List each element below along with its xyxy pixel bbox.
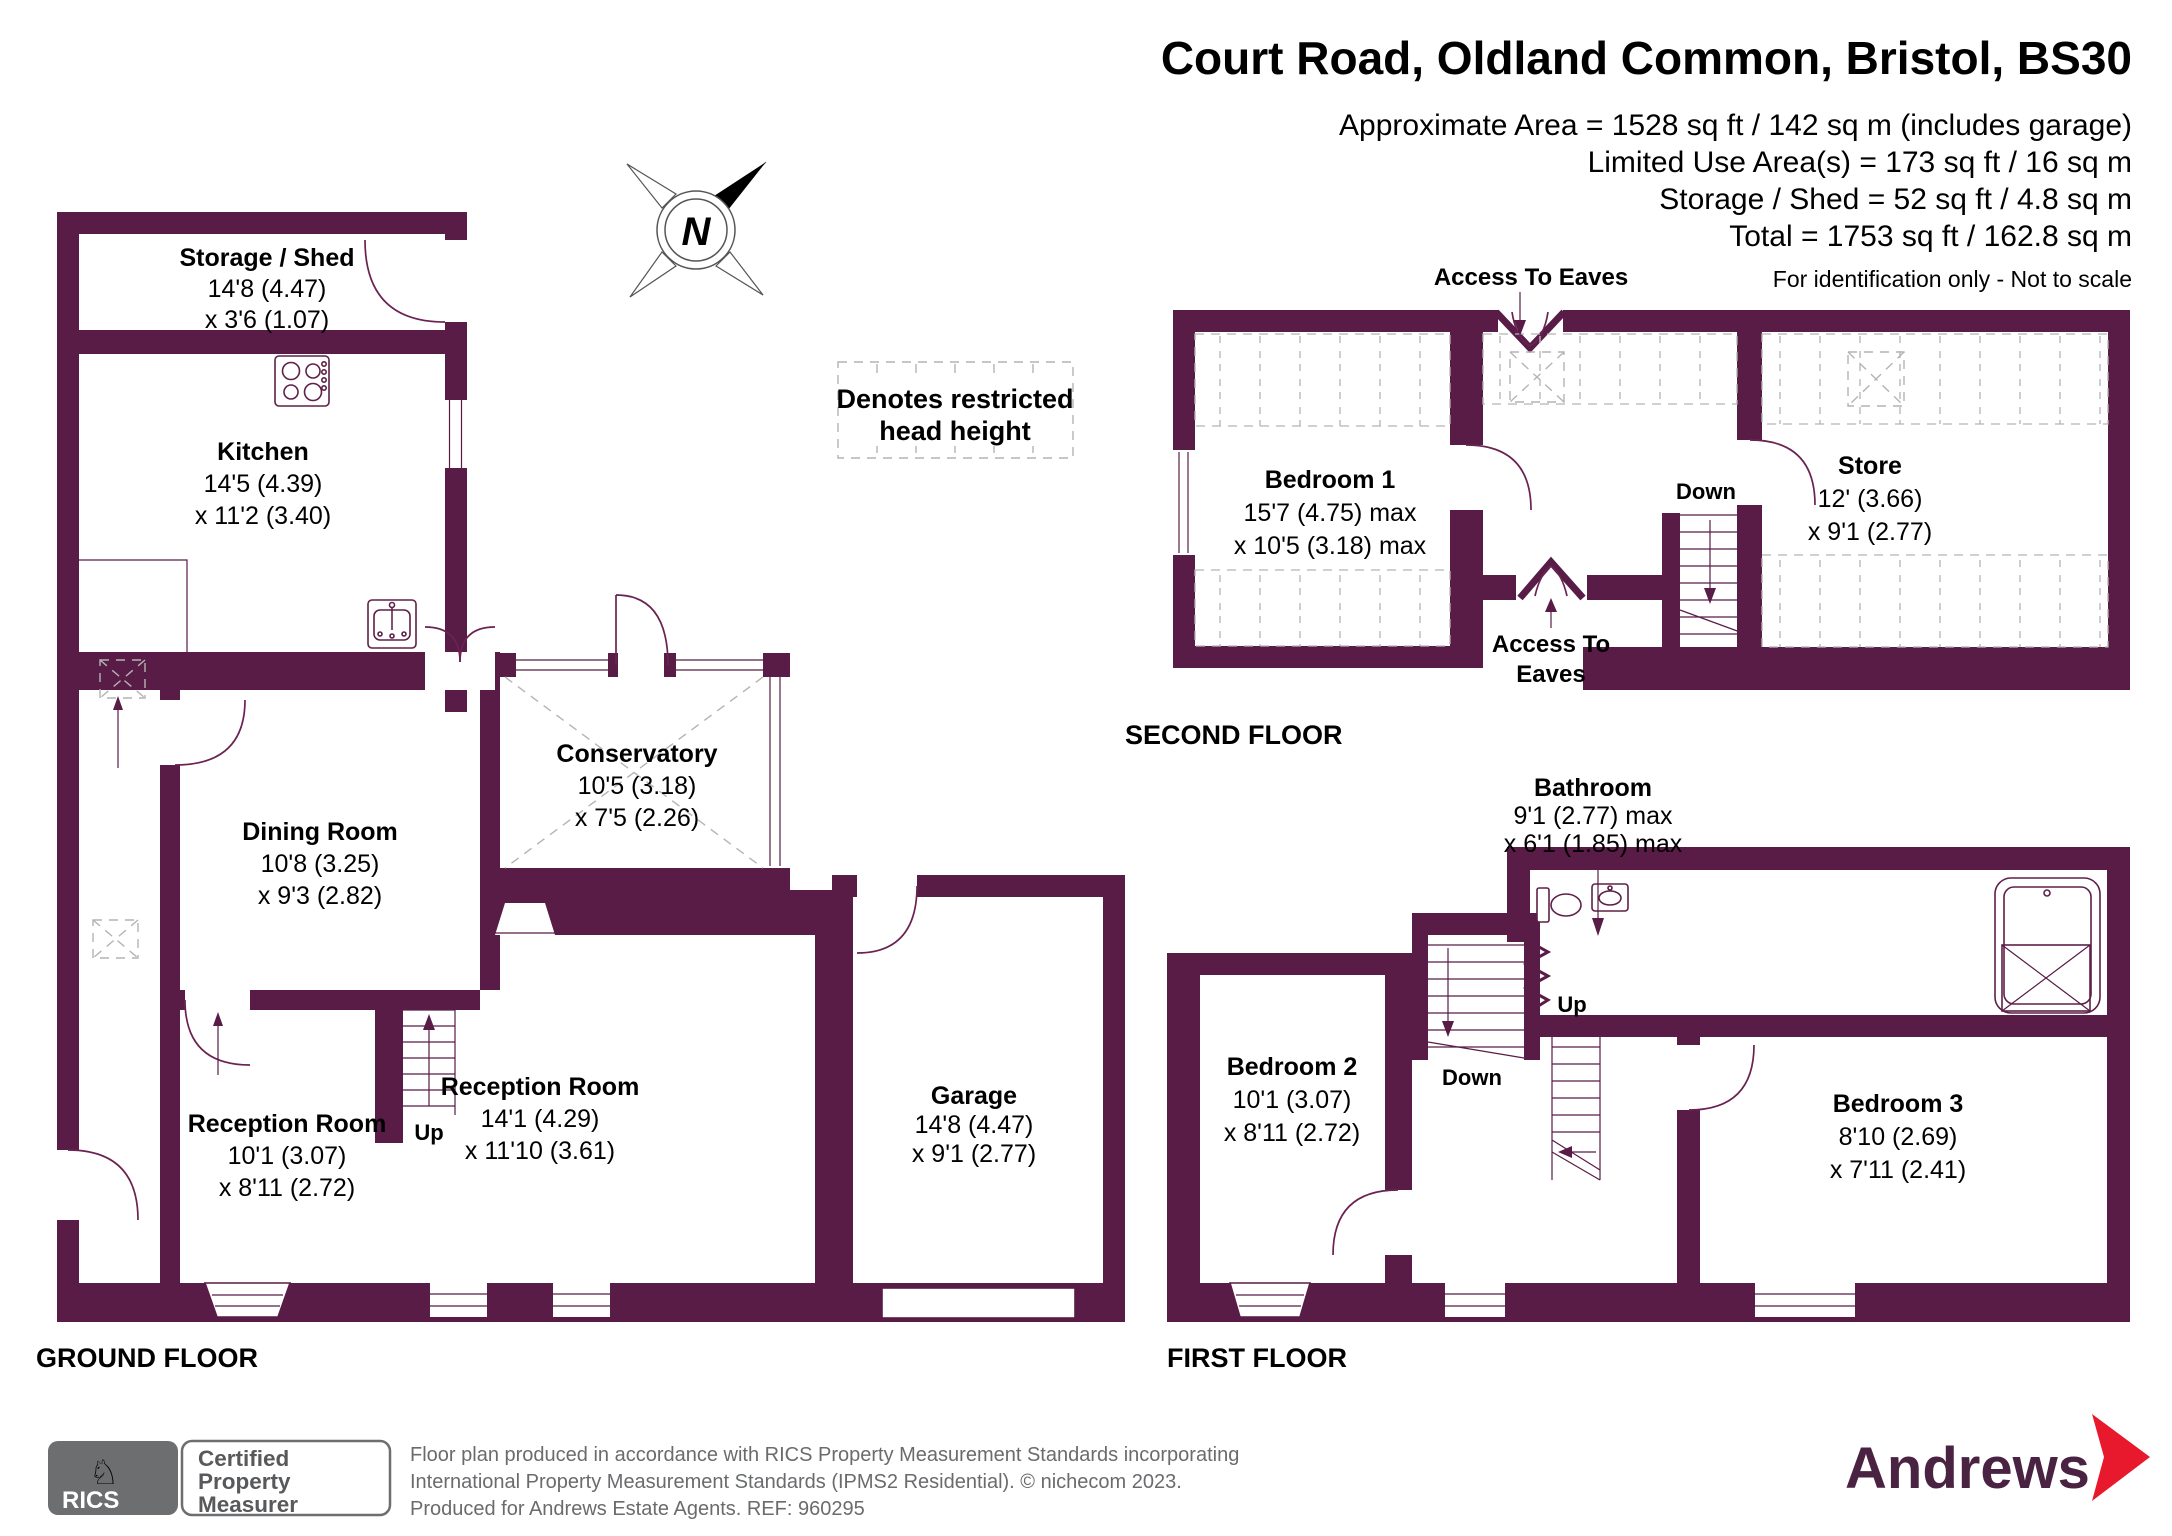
ground-floor-label: GROUND FLOOR <box>36 1343 258 1373</box>
stairs-down-label: Down <box>1676 479 1736 504</box>
bay-window <box>203 1282 292 1318</box>
room-dim-store-2: x 9'1 (2.77) <box>1808 518 1932 546</box>
room-dim-bathroom-1: 9'1 (2.77) max <box>1513 802 1673 830</box>
room-dim-conservatory-2: x 7'5 (2.26) <box>575 804 699 832</box>
andrews-brand-label: Andrews <box>1845 1436 2090 1501</box>
room-dim-storage-1: 14'8 (4.47) <box>208 275 327 303</box>
room-dim-reception2-1: 14'1 (4.29) <box>481 1105 600 1133</box>
stairs-down-label: Down <box>1442 1065 1502 1090</box>
footer-line2: International Property Measurement Stand… <box>410 1471 1182 1493</box>
room-dim-bathroom-2: x 6'1 (1.85) max <box>1504 830 1683 858</box>
hob-icon <box>274 355 330 407</box>
room-dim-reception1-2: x 8'11 (2.72) <box>219 1174 355 1202</box>
room-dim-bedroom1-1: 15'7 (4.75) max <box>1244 499 1417 527</box>
toilet-icon <box>1536 887 1582 923</box>
room-dim-bedroom2-1: 10'1 (3.07) <box>1233 1086 1352 1114</box>
cert-line2: Property <box>198 1469 291 1494</box>
rics-logo: ♘ RICS <box>48 1441 178 1515</box>
room-label-bathroom: Bathroom <box>1534 774 1652 802</box>
footer-line1: Floor plan produced in accordance with R… <box>410 1444 1239 1466</box>
room-dim-conservatory-1: 10'5 (3.18) <box>578 772 697 800</box>
room-label-reception2: Reception Room <box>441 1073 640 1101</box>
bath-icon <box>1994 877 2101 1014</box>
room-label-reception1: Reception Room <box>188 1110 387 1138</box>
certified-property-measurer-badge: Certified Property Measurer <box>180 1439 392 1517</box>
room-label-dining: Dining Room <box>242 818 398 846</box>
room-dim-bedroom3-2: x 7'11 (2.41) <box>1830 1156 1966 1184</box>
stairs-up-label: Up <box>1557 992 1586 1017</box>
first-floor-label: FIRST FLOOR <box>1167 1343 1347 1373</box>
room-label-store: Store <box>1838 452 1902 480</box>
room-label-bedroom3: Bedroom 3 <box>1833 1090 1964 1118</box>
compass-icon: N <box>626 161 767 298</box>
room-dim-bedroom1-2: x 10'5 (3.18) max <box>1234 532 1427 560</box>
andrews-logo: Andrews <box>1845 1414 2150 1501</box>
cert-line1: Certified <box>198 1446 289 1471</box>
restricted-height-legend: Denotes restricted head height <box>836 361 1074 459</box>
garage-door <box>881 1287 1076 1319</box>
room-dim-garage-1: 14'8 (4.47) <box>915 1111 1034 1139</box>
footer: ♘ RICS Certified Property Measurer Floor… <box>48 1414 2150 1520</box>
area-total: Total = 1753 sq ft / 162.8 sq m <box>1729 220 2132 253</box>
area-storage-shed: Storage / Shed = 52 sq ft / 4.8 sq m <box>1659 183 2132 216</box>
cert-line3: Measurer <box>198 1492 298 1517</box>
restricted-height-marker <box>92 659 146 959</box>
room-dim-reception1-1: 10'1 (3.07) <box>228 1142 347 1170</box>
staircase-up <box>403 1000 456 1115</box>
room-dim-bedroom2-2: x 8'11 (2.72) <box>1224 1119 1360 1147</box>
legend-line2: head height <box>879 416 1031 446</box>
room-label-bedroom1: Bedroom 1 <box>1265 466 1396 494</box>
room-dim-storage-2: x 3'6 (1.07) <box>205 306 329 334</box>
second-floor-plan: Access To Eaves Access To Eaves Bedroom … <box>1125 264 2130 750</box>
area-approximate: Approximate Area = 1528 sq ft / 142 sq m… <box>1339 109 2132 142</box>
ground-floor-plan: Storage / Shed 14'8 (4.47) x 3'6 (1.07) … <box>36 212 1125 1373</box>
room-label-garage: Garage <box>931 1082 1017 1110</box>
room-dim-dining-2: x 9'3 (2.82) <box>258 882 382 910</box>
room-dim-reception2-2: x 11'10 (3.61) <box>465 1137 615 1165</box>
rics-brand-label: RICS <box>62 1487 119 1514</box>
access-to-eaves-mid-label1: Access To <box>1492 631 1610 658</box>
andrews-arrow-icon <box>2092 1414 2150 1501</box>
second-floor-label: SECOND FLOOR <box>1125 720 1343 750</box>
room-dim-dining-1: 10'8 (3.25) <box>261 850 380 878</box>
access-to-eaves-mid-label2: Eaves <box>1516 661 1585 688</box>
room-dim-bedroom3-1: 8'10 (2.69) <box>1839 1123 1958 1151</box>
staircase-down <box>1427 944 1525 1059</box>
room-label-kitchen: Kitchen <box>217 438 309 466</box>
first-floor-plan: Bathroom 9'1 (2.77) max x 6'1 (1.85) max… <box>1167 774 2130 1373</box>
legend-line1: Denotes restricted <box>836 384 1073 414</box>
room-label-bedroom2: Bedroom 2 <box>1227 1053 1358 1081</box>
access-to-eaves-top-label: Access To Eaves <box>1434 264 1628 291</box>
room-dim-garage-2: x 9'1 (2.77) <box>912 1140 1036 1168</box>
stairs-up-label: Up <box>414 1120 443 1145</box>
footer-line3: Produced for Andrews Estate Agents. REF:… <box>410 1498 865 1520</box>
area-limited-use: Limited Use Area(s) = 173 sq ft / 16 sq … <box>1588 146 2132 179</box>
header: Court Road, Oldland Common, Bristol, BS3… <box>1161 32 2132 292</box>
staircase-up <box>1551 1025 1601 1181</box>
compass-north-label: N <box>682 210 712 254</box>
staircase-down <box>1679 514 1741 635</box>
room-dim-kitchen-1: 14'5 (4.39) <box>204 470 323 498</box>
disclaimer: For identification only - Not to scale <box>1773 266 2132 292</box>
room-label-conservatory: Conservatory <box>556 740 717 768</box>
rics-lion-icon: ♘ <box>89 1454 119 1492</box>
room-label-storage: Storage / Shed <box>179 244 354 272</box>
basin-icon <box>1591 883 1629 912</box>
room-dim-store-1: 12' (3.66) <box>1818 485 1923 513</box>
sink-icon <box>367 599 417 649</box>
restricted-height-marker <box>1509 351 1905 407</box>
room-dim-kitchen-2: x 11'2 (3.40) <box>195 502 331 530</box>
page-title: Court Road, Oldland Common, Bristol, BS3… <box>1161 32 2132 84</box>
